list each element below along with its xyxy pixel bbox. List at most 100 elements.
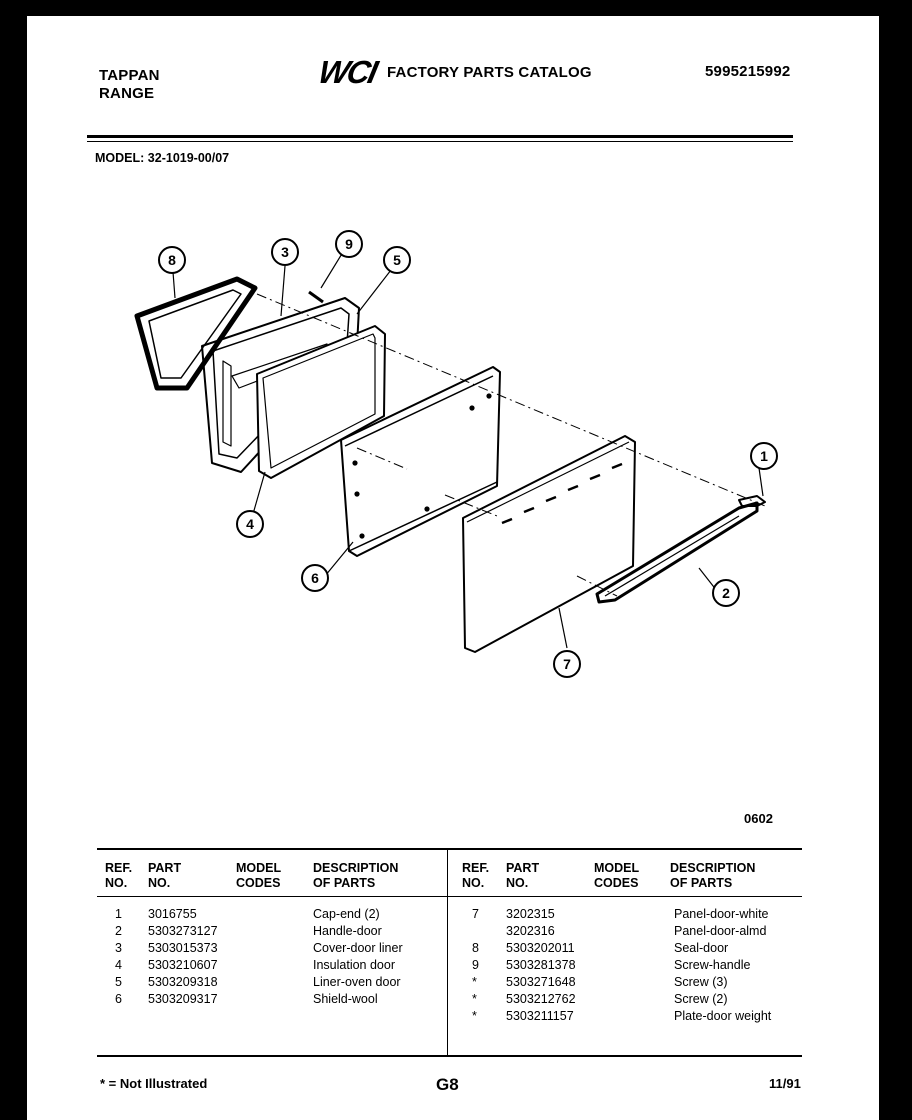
table-bottom-rule (97, 1055, 802, 1057)
callout-9 (335, 230, 363, 258)
ref-no: 5 (115, 975, 122, 989)
part-description: Cover-door liner (313, 941, 403, 955)
callout-9-label: 9 (345, 236, 353, 252)
ref-no: * (472, 975, 477, 989)
part-no: 5303271648 (506, 975, 576, 989)
table-row: 5 5303209318 Liner-oven door (105, 974, 435, 991)
part-description: Screw (2) (674, 992, 728, 1006)
callout-1 (750, 442, 778, 470)
callout-7 (553, 650, 581, 678)
ref-no: 4 (115, 958, 122, 972)
catalog-page: TAPPAN RANGE WCI FACTORY PARTS CATALOG 5… (27, 16, 879, 1120)
part-no: 5303210607 (148, 958, 218, 972)
handle-door-part (595, 501, 759, 604)
right-ref-header-2: NO. (462, 876, 485, 890)
header-rule-thick (87, 135, 793, 138)
left-ref-header-1: REF. (105, 861, 133, 875)
table-row: 1 3016755 Cap-end (2) (105, 906, 435, 923)
part-no: 5303212762 (506, 992, 576, 1006)
part-description: Seal-door (674, 941, 729, 955)
callout-5 (383, 246, 411, 274)
diagram-code: 0602 (744, 811, 773, 826)
left-model-header-1: MODEL (236, 861, 282, 875)
left-col-part-header: PART NO. (148, 861, 181, 891)
callout-3 (271, 238, 299, 266)
part-no: 5303209317 (148, 992, 218, 1006)
table-center-divider (447, 849, 448, 1055)
table-row: 9 5303281378 Screw-handle (462, 957, 802, 974)
ref-no: 7 (472, 907, 479, 921)
right-col-part-header: PART NO. (506, 861, 539, 891)
right-ref-header-1: REF. (462, 861, 490, 875)
callout-6 (301, 564, 329, 592)
part-no: 5303211157 (506, 1009, 574, 1023)
part-no: 5303015373 (148, 941, 218, 955)
callout-1-label: 1 (760, 448, 768, 464)
ref-no: 3 (115, 941, 122, 955)
part-no: 3202316 (506, 924, 555, 938)
panel-door-part (462, 435, 636, 653)
model-label: MODEL: (95, 151, 145, 165)
left-desc-header-1: DESCRIPTION (313, 861, 399, 875)
callout-3-label: 3 (281, 244, 289, 260)
right-part-header-2: NO. (506, 876, 529, 890)
callout-4-label: 4 (246, 516, 254, 532)
model-value: 32-1019-00/07 (147, 151, 230, 165)
ref-no: 9 (472, 958, 479, 972)
right-part-header-1: PART (506, 861, 540, 875)
part-no: 5303202011 (506, 941, 575, 955)
ref-no: 1 (115, 907, 122, 921)
not-illustrated-note: * = Not Illustrated (100, 1076, 208, 1091)
ref-no: 2 (115, 924, 122, 938)
right-col-model-header: MODEL CODES (594, 861, 639, 891)
part-description: Insulation door (313, 958, 396, 972)
callout-8 (158, 246, 186, 274)
part-description: Screw-handle (674, 958, 751, 972)
table-row: 4 5303210607 Insulation door (105, 957, 435, 974)
catalog-title: FACTORY PARTS CATALOG (387, 64, 592, 81)
brand-line-1: TAPPAN (99, 67, 160, 84)
right-col-ref-header: REF. NO. (462, 861, 489, 891)
part-no: 3016755 (148, 907, 197, 921)
callout-7-label: 7 (563, 656, 571, 672)
table-header-rule (97, 896, 802, 897)
left-col-desc-header: DESCRIPTION OF PARTS (313, 861, 398, 891)
part-description: Panel-door-white (674, 907, 769, 921)
callout-5-label: 5 (393, 252, 401, 268)
left-part-header-1: PART (148, 861, 182, 875)
table-row: 2 5303273127 Handle-door (105, 923, 435, 940)
table-row: * 5303211157 Plate-door weight (462, 1008, 802, 1025)
screw-handle-part (308, 290, 324, 304)
callout-6-label: 6 (311, 570, 319, 586)
left-desc-header-2: OF PARTS (313, 876, 376, 890)
right-col-desc-header: DESCRIPTION OF PARTS (670, 861, 755, 891)
right-desc-header-1: DESCRIPTION (670, 861, 756, 875)
seal-door-part (134, 276, 258, 391)
callout-2 (712, 579, 740, 607)
right-model-header-1: MODEL (594, 861, 640, 875)
ref-no: 8 (472, 941, 479, 955)
right-model-header-2: CODES (594, 876, 639, 890)
part-description: Handle-door (313, 924, 382, 938)
table-row: 3202316 Panel-door-almd (462, 923, 802, 940)
header-rule-thin (87, 141, 793, 142)
page-code: G8 (436, 1075, 459, 1094)
right-parts-list: 7 3202315 Panel-door-white 3202316 Panel… (462, 906, 802, 1025)
part-no: 5303281378 (506, 958, 576, 972)
part-no: 3202315 (506, 907, 555, 921)
left-col-ref-header: REF. NO. (105, 861, 132, 891)
ref-no: * (472, 1009, 477, 1023)
callout-2-label: 2 (722, 585, 730, 601)
callout-4 (236, 510, 264, 538)
exploded-door-diagram: 8 3 9 5 4 6 7 2 1 (134, 230, 778, 678)
table-row: * 5303271648 Screw (3) (462, 974, 802, 991)
catalog-number: 5995215992 (705, 63, 791, 80)
left-col-model-header: MODEL CODES (236, 861, 281, 891)
left-model-header-2: CODES (236, 876, 281, 890)
table-row: * 5303212762 Screw (2) (462, 991, 802, 1008)
part-description: Screw (3) (674, 975, 728, 989)
table-row: 6 5303209317 Shield-wool (105, 991, 435, 1008)
left-parts-list: 1 3016755 Cap-end (2) 2 5303273127 Handl… (105, 906, 435, 1008)
left-ref-header-2: NO. (105, 876, 128, 890)
callout-8-label: 8 (168, 252, 176, 268)
